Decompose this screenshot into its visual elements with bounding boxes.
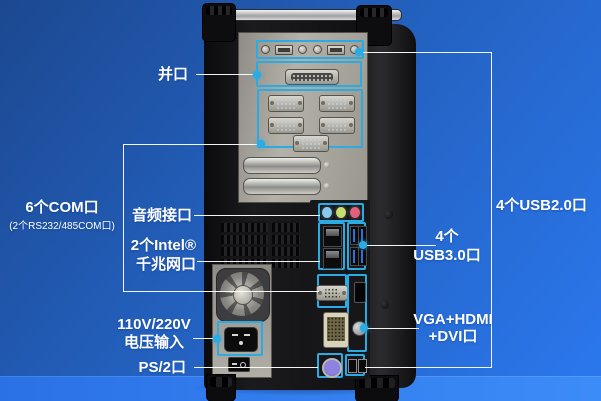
leader-dot-usb2-top bbox=[355, 48, 363, 56]
handle-grip-left bbox=[202, 3, 236, 42]
usb2-port bbox=[348, 359, 357, 373]
chassis-foot-right bbox=[355, 375, 399, 401]
audio-jack-icon bbox=[260, 45, 270, 54]
leader-dot-usb3 bbox=[359, 241, 367, 249]
side-screw-icon bbox=[380, 300, 389, 309]
pci-slot-cover bbox=[243, 157, 321, 174]
label-com-ports: 6个COM口 bbox=[25, 199, 99, 216]
leader-dot-com bbox=[257, 140, 265, 148]
audio-jack-icon bbox=[312, 45, 322, 54]
leader-line-com-top bbox=[123, 144, 258, 145]
pci-slot-cover bbox=[243, 178, 321, 195]
usb2-port bbox=[326, 44, 345, 55]
com-port bbox=[293, 135, 329, 152]
com-port bbox=[319, 117, 355, 134]
usb2-port bbox=[358, 359, 367, 373]
lan-port bbox=[323, 248, 342, 269]
audio-jacks-highlight-box bbox=[318, 203, 364, 222]
pci-screw-icon bbox=[324, 183, 330, 189]
mic-jack bbox=[348, 205, 362, 220]
label-power-line2: 电压输入 bbox=[123, 334, 184, 351]
leader-line-parallel bbox=[196, 74, 257, 75]
leader-line-ps2 bbox=[194, 367, 318, 368]
label-com-ports-sub: (2个RS232/485COM口) bbox=[9, 221, 115, 232]
audio-jack-icon bbox=[298, 45, 308, 54]
label-usb2: 4个USB2.0口 bbox=[496, 197, 587, 214]
label-lan-line1: 2个Intel® bbox=[130, 237, 196, 254]
vga-com-port bbox=[316, 285, 348, 301]
leader-line-usb2-top bbox=[362, 52, 492, 53]
side-screw-icon bbox=[384, 210, 393, 219]
label-parallel-port: 并口 bbox=[157, 66, 188, 83]
line-out-jack bbox=[334, 205, 348, 220]
ps2-highlight-box bbox=[317, 353, 343, 378]
leader-line-video bbox=[367, 328, 419, 329]
dvi-port bbox=[323, 312, 349, 348]
com-port bbox=[268, 95, 304, 112]
chassis-foot-left bbox=[206, 374, 236, 401]
hdmi-port bbox=[354, 282, 366, 303]
leader-dot-video bbox=[360, 324, 368, 332]
label-usb3-line1: 4个 bbox=[435, 228, 459, 245]
line-in-jack bbox=[320, 205, 334, 220]
com-ports-highlight-box bbox=[257, 89, 363, 152]
parallel-port-highlight-box bbox=[256, 61, 362, 87]
com-port bbox=[319, 95, 355, 112]
leader-line-lan bbox=[197, 261, 320, 262]
label-video-line2: +DVI口 bbox=[428, 328, 478, 345]
label-ps2: PS/2口 bbox=[138, 359, 186, 376]
fan-hub bbox=[233, 285, 253, 305]
ac-power-inlet bbox=[224, 327, 258, 352]
parallel-port bbox=[285, 69, 339, 85]
top-io-highlight-box bbox=[256, 40, 364, 59]
psu-fan bbox=[216, 268, 270, 322]
leader-line-usb3 bbox=[366, 245, 436, 246]
power-rocker-switch bbox=[228, 357, 250, 372]
label-audio: 音频接口 bbox=[131, 207, 192, 224]
power-inlet-highlight-box bbox=[217, 321, 263, 356]
leader-dot-power bbox=[213, 335, 221, 343]
pci-screw-icon bbox=[324, 162, 330, 168]
usb3-ports-highlight-box bbox=[347, 222, 367, 270]
usb2-bottom-highlight-box bbox=[345, 354, 367, 376]
vent-grille bbox=[221, 221, 268, 268]
label-lan-line2: 千兆网口 bbox=[135, 256, 196, 273]
usb3-port bbox=[358, 247, 367, 266]
leader-line-com-bottom bbox=[123, 291, 319, 292]
leader-dot-parallel bbox=[253, 71, 261, 79]
lan-ports-highlight-box bbox=[318, 222, 345, 270]
vent-grille bbox=[272, 221, 300, 268]
ps2-port bbox=[322, 358, 342, 378]
serial-com-highlight-box bbox=[316, 274, 348, 308]
leader-line-power bbox=[193, 338, 216, 339]
video-ports-highlight-box bbox=[347, 274, 367, 352]
leader-line-usb2-vertical bbox=[491, 52, 492, 368]
leader-line-audio bbox=[194, 215, 320, 216]
lan-port bbox=[323, 226, 342, 247]
label-video-line1: VGA+HDMI bbox=[413, 311, 493, 328]
label-power-line1: 110V/220V bbox=[117, 316, 191, 333]
leader-line-usb2-bottom bbox=[365, 367, 492, 368]
leader-line-com-vertical bbox=[123, 144, 124, 292]
usb2-port bbox=[274, 44, 293, 55]
label-usb3-line2: USB3.0口 bbox=[413, 247, 481, 264]
com-port bbox=[268, 117, 304, 134]
